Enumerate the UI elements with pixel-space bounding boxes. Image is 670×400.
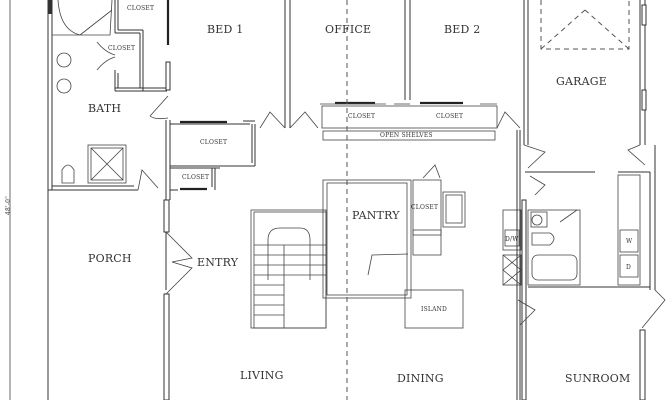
closet-label-kitchen: CLOSET [411, 204, 439, 211]
hall-closet-walls [165, 120, 256, 290]
laundry-bath-walls [502, 145, 666, 400]
dryer-label: D [626, 264, 632, 271]
closet-label-hall-large: CLOSET [200, 139, 228, 146]
sinks [56, 52, 72, 94]
room-label-bath: BATH [88, 102, 122, 115]
room-label-sunroom: SUNROOM [565, 372, 631, 385]
dishwasher-label: D/W [505, 236, 519, 243]
bath-closet-walls [96, 0, 171, 92]
island-label: ISLAND [421, 306, 448, 313]
room-label-garage: GARAGE [556, 75, 607, 88]
entry-door [163, 199, 193, 400]
room-label-bed1: BED 1 [207, 23, 244, 36]
bathtub [52, 0, 113, 36]
garage-walls [523, 0, 647, 169]
closet-label-hall-small: CLOSET [182, 174, 210, 181]
room-label-porch: PORCH [88, 252, 132, 265]
exterior-walls [47, 0, 138, 400]
room-label-pantry: PANTRY [352, 209, 400, 222]
shower [87, 144, 127, 184]
room-label-dining: DINING [397, 372, 444, 385]
closet-label-office: CLOSET [348, 113, 376, 120]
porch-door [137, 169, 159, 191]
stairs [250, 209, 327, 329]
closet-label-bath-top: CLOSET [127, 5, 155, 12]
room-label-living: LIVING [240, 369, 284, 382]
pantry-walls [322, 164, 466, 329]
interior-walls [516, 130, 521, 400]
room-label-entry: ENTRY [197, 256, 239, 269]
room-label-office: OFFICE [325, 23, 372, 36]
washer-label: W [626, 238, 633, 245]
bedroom-walls [259, 0, 521, 141]
room-label-bed2: BED 2 [444, 23, 481, 36]
toilet [61, 164, 75, 184]
bath-door [149, 95, 169, 120]
closet-label-bath-mid: CLOSET [108, 45, 136, 52]
closet-label-bed2: CLOSET [436, 113, 464, 120]
open-shelves-label: OPEN SHELVES [380, 132, 433, 139]
dimension-label: 48'-0" [5, 195, 12, 215]
